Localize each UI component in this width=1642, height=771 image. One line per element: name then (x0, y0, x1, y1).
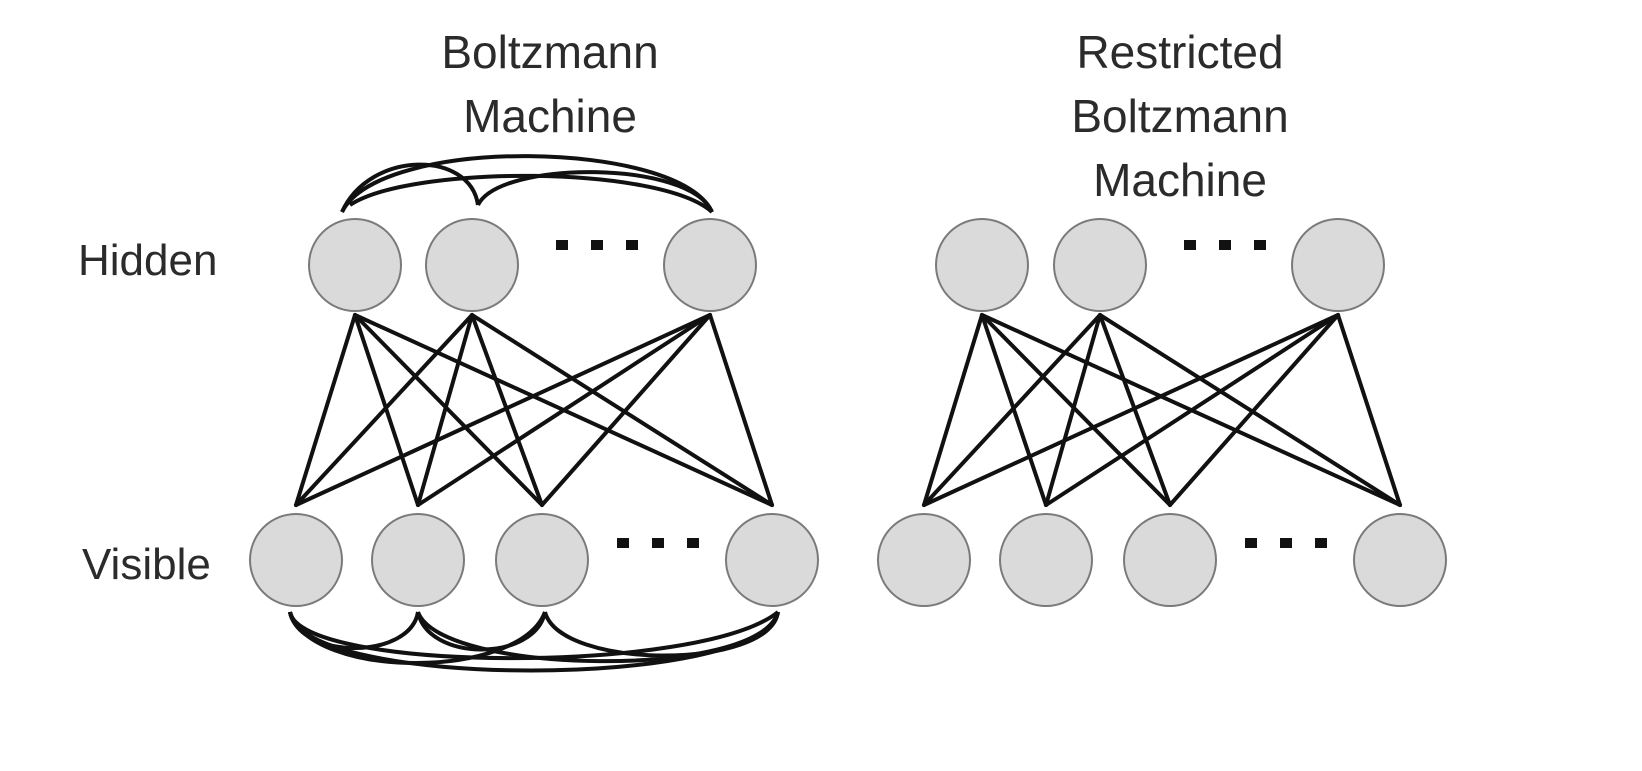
bm-hidden-ellipsis-dot-3 (626, 240, 638, 250)
bm-title: Boltzmann Machine (400, 20, 700, 148)
rbm-edge-h3-v2 (1044, 313, 1340, 507)
rbm-visible-ellipsis-dot-1 (1245, 538, 1257, 548)
bm-visible-arc-5 (288, 611, 547, 665)
bm-edge-h1-v1 (294, 313, 357, 507)
rbm-edge-h1-v1 (922, 313, 984, 507)
bm-edge-h2-v1 (294, 313, 474, 507)
bm-visible-node-1 (249, 513, 343, 607)
bm-visible-node-3 (495, 513, 589, 607)
rbm-hidden-ellipsis-dot-3 (1254, 240, 1266, 250)
rbm-visible-node-1 (877, 513, 971, 607)
rbm-hidden-node-3 (1291, 218, 1385, 312)
bm-hidden-arc-4 (348, 173, 714, 214)
bm-edge-h2-v2 (416, 313, 474, 507)
visible-label: Visible (82, 540, 211, 589)
bm-visible-ellipsis-dot-2 (652, 538, 664, 548)
bm-edge-h1-v3 (353, 313, 544, 507)
rbm-visible-node-3 (1123, 513, 1217, 607)
bm-edge-h3-v1 (294, 313, 712, 507)
bm-hidden-node-2 (425, 218, 519, 312)
bm-title-line-2: Machine (463, 90, 637, 142)
rbm-edge-h3-v1 (922, 313, 1340, 507)
bm-edge-h3-v4 (708, 313, 774, 507)
rbm-edge-h1-v3 (980, 313, 1172, 507)
rbm-title-line-2: Boltzmann (1071, 90, 1289, 142)
rbm-hidden-node-2 (1053, 218, 1147, 312)
bm-hidden-node-1 (308, 218, 402, 312)
bm-visible-node-2 (371, 513, 465, 607)
rbm-edge-h3-v4 (1336, 313, 1402, 507)
bm-hidden-ellipsis-dot-1 (556, 240, 568, 250)
rbm-visible-node-2 (999, 513, 1093, 607)
bm-hidden-arc-2 (340, 154, 714, 213)
rbm-edge-h3-v3 (1168, 313, 1340, 507)
bm-visible-arc-7 (288, 610, 780, 661)
bm-visible-ellipsis-dot-3 (687, 538, 699, 548)
bm-hidden-node-3 (663, 218, 757, 312)
rbm-visible-ellipsis-dot-3 (1315, 538, 1327, 548)
rbm-visible-node-4 (1353, 513, 1447, 607)
rbm-title-line-3: Machine (1093, 154, 1267, 206)
bm-hidden-arc-3 (476, 170, 714, 213)
rbm-title-line-1: Restricted (1076, 26, 1284, 78)
rbm-hidden-ellipsis-dot-1 (1184, 240, 1196, 250)
rbm-hidden-node-1 (935, 218, 1029, 312)
rbm-edge-h2-v4 (1098, 313, 1402, 507)
rbm-edge-h2-v2 (1044, 313, 1102, 507)
rbm-edge-h2-v1 (922, 313, 1102, 507)
bm-edge-h3-v2 (416, 313, 712, 507)
rbm-visible-ellipsis-dot-2 (1280, 538, 1292, 548)
bm-visible-ellipsis-dot-1 (617, 538, 629, 548)
bm-hidden-ellipsis-dot-2 (591, 240, 603, 250)
bm-edge-h2-v4 (470, 313, 774, 507)
bm-title-line-1: Boltzmann (441, 26, 659, 78)
bm-hidden-arc-1 (340, 162, 480, 213)
bm-edge-h3-v3 (540, 313, 712, 507)
hidden-label: Hidden (78, 236, 218, 285)
bm-visible-arc-6 (416, 611, 780, 664)
rbm-title: Restricted Boltzmann Machine (1040, 20, 1320, 212)
rbm-hidden-ellipsis-dot-2 (1219, 240, 1231, 250)
bm-visible-node-4 (725, 513, 819, 607)
